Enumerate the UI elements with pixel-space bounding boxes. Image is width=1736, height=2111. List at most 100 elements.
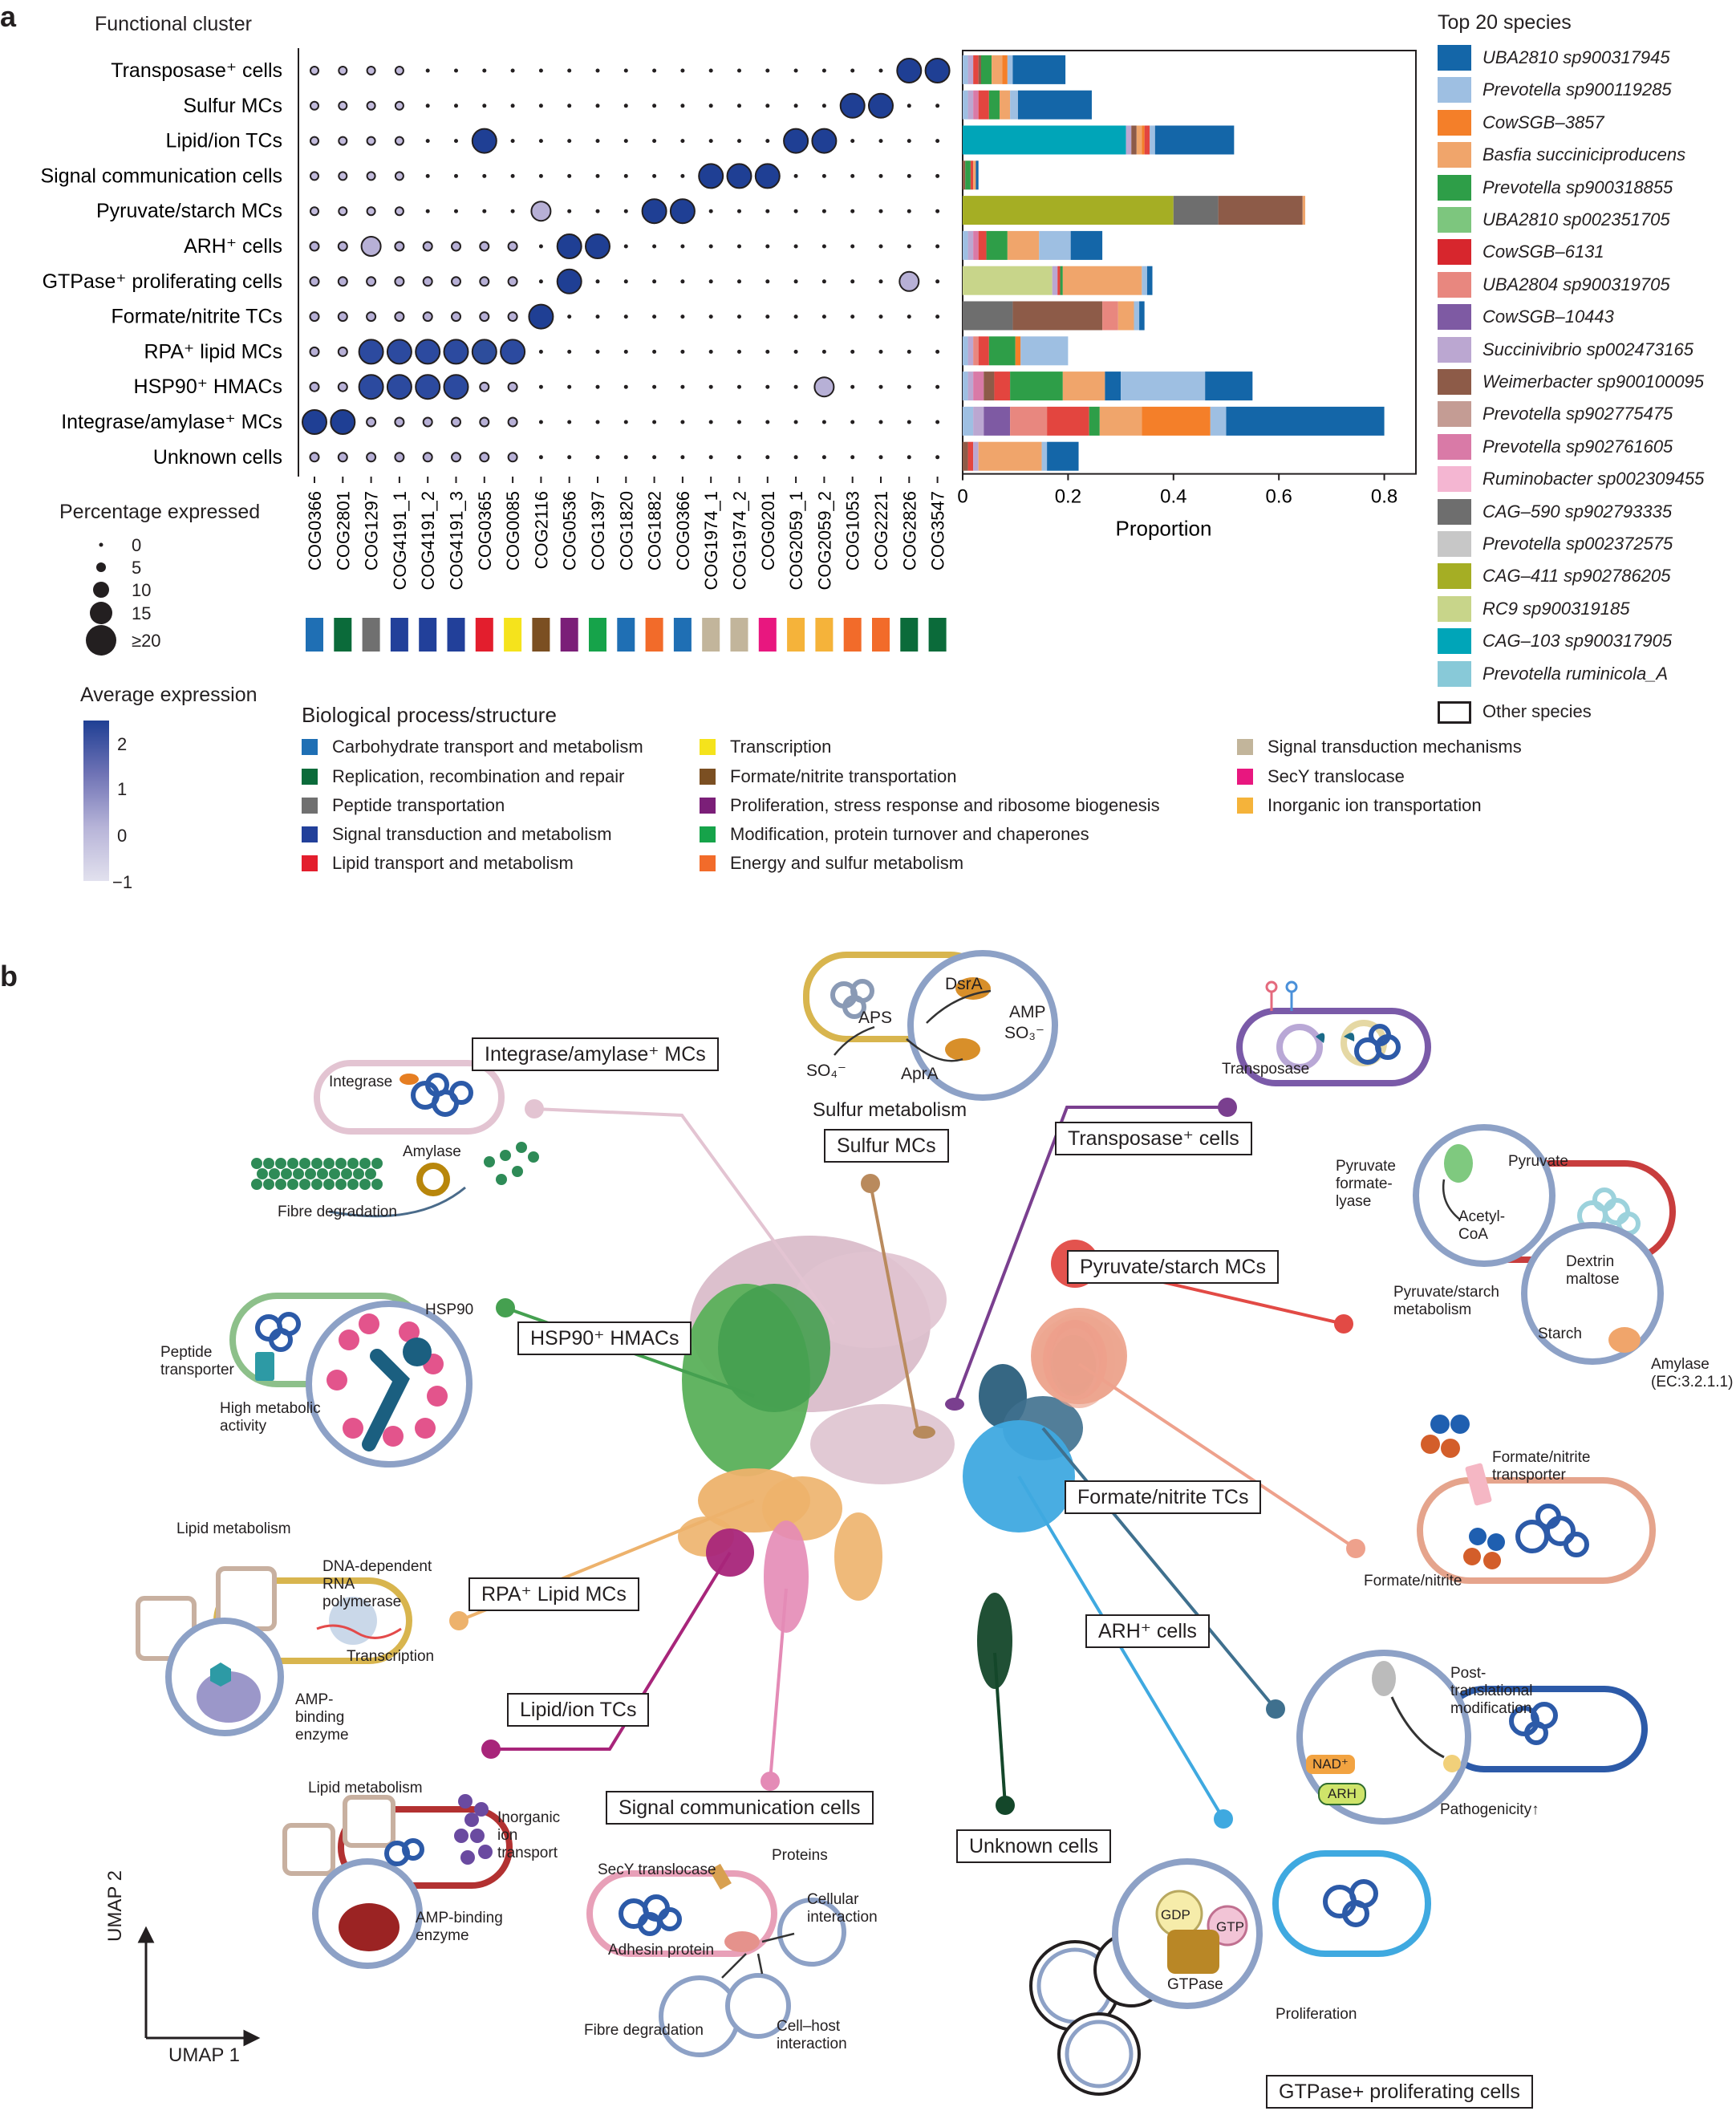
gene-category-swatch: [504, 618, 522, 652]
ann-so4: SO₄⁻: [806, 1062, 846, 1080]
bio-swatch: [1237, 739, 1253, 755]
species-swatch: [1438, 142, 1471, 168]
expression-dot: [878, 455, 883, 460]
expression-dot: [737, 104, 741, 108]
expression-dot: [811, 128, 838, 154]
bar-segment: [967, 90, 974, 120]
expression-dot: [907, 315, 911, 319]
expression-dot: [878, 244, 883, 249]
label-integrase: Integrase/amylase⁺ MCs: [472, 1037, 719, 1071]
ann-dna-polymerase: DNA-dependent RNA polymerase: [322, 1558, 432, 1610]
bar-segment: [1012, 55, 1066, 84]
bio-label: Formate/nitrite transportation: [730, 766, 957, 786]
gene-label: COG2801: [333, 491, 353, 570]
bar-segment: [988, 90, 1000, 120]
bio-legend-title: Biological process/structure: [302, 703, 557, 727]
bar-segment: [963, 266, 1053, 295]
size-legend-title: Percentage expressed: [59, 501, 261, 523]
expression-dot: [708, 420, 713, 424]
bar-segment: [1218, 196, 1303, 225]
size-legend-20: ≥20: [132, 631, 161, 651]
species-label: UBA2810 sp900317945: [1482, 47, 1670, 67]
bar-segment: [963, 371, 968, 401]
expression-dot: [737, 244, 741, 249]
size-legend-dot-15: [90, 602, 112, 624]
bar-segment: [1047, 441, 1079, 471]
gene-category-swatch: [928, 618, 947, 652]
expression-dot: [309, 276, 320, 287]
species-label: Prevotella sp900318855: [1482, 177, 1673, 197]
bar-segment: [984, 406, 1011, 436]
expression-dot: [737, 68, 741, 73]
expression-dot: [310, 136, 319, 146]
color-legend-minus1: −1: [112, 872, 133, 892]
ann-pyruvate: Pyruvate: [1508, 1153, 1568, 1170]
expression-dot: [510, 68, 515, 73]
expression-dot: [935, 173, 940, 178]
size-legend-dot-5: [96, 562, 106, 572]
ann-lipid-metabolism: Lipid metabolism: [176, 1520, 291, 1537]
expression-dot: [366, 100, 376, 111]
bar-segment: [1007, 230, 1040, 260]
cluster-label: Lipid/ion TCs: [166, 130, 282, 152]
expression-dot: [338, 171, 348, 181]
expression-dot: [850, 68, 855, 73]
expression-dot: [898, 270, 920, 292]
gene-label: COG2059_1: [786, 491, 806, 591]
expression-dot: [708, 279, 713, 284]
expression-dot: [510, 209, 515, 213]
expression-dot: [680, 173, 685, 178]
expression-dot: [310, 66, 319, 75]
gene-label: COG0366: [673, 491, 693, 570]
bar-segment: [1121, 371, 1206, 401]
gene-label: COG2059_2: [814, 491, 834, 591]
expression-dot: [698, 163, 724, 189]
expression-dot: [337, 346, 348, 357]
cluster-label: Unknown cells: [153, 446, 282, 469]
species-label: Prevotella sp902775475: [1482, 404, 1673, 424]
expression-dot: [425, 68, 430, 73]
expression-dot: [567, 384, 572, 389]
bar-segment: [963, 196, 1174, 225]
expression-dot: [793, 349, 798, 354]
pyruvate-illustration: [1413, 1124, 1676, 1365]
expression-dot: [510, 104, 515, 108]
expression-dot: [394, 171, 404, 181]
expression-dot: [878, 173, 883, 178]
rpa-illustration: [136, 1566, 412, 1736]
expression-dot: [338, 100, 348, 111]
gene-label: COG0085: [503, 491, 523, 570]
species-label: CAG–590 sp902793335: [1482, 501, 1673, 522]
y-header: Functional cluster: [95, 13, 252, 35]
gene-category-swatch: [334, 618, 352, 652]
expression-dot: [471, 128, 497, 154]
bar-segment: [967, 441, 974, 471]
bar-segment: [1089, 406, 1100, 436]
gene-category-swatch: [900, 618, 919, 652]
bar-segment: [1205, 371, 1253, 401]
expression-dot: [394, 136, 404, 146]
expression-dot: [567, 173, 572, 178]
ann-amp-binding: AMP-binding enzyme: [295, 1691, 349, 1744]
bar-segment: [1150, 125, 1155, 155]
species-swatch: [1438, 45, 1471, 71]
expression-dot: [394, 311, 405, 323]
expression-dot: [793, 209, 798, 213]
bar-segment: [1020, 336, 1069, 366]
bar-segment: [1070, 230, 1103, 260]
expression-dot: [366, 276, 377, 287]
bar-segment: [999, 90, 1011, 120]
species-swatch: [1438, 174, 1471, 201]
gene-category-swatch: [815, 618, 834, 652]
bar-segment: [1062, 266, 1142, 295]
expression-dot: [821, 173, 826, 178]
gene-category-swatch: [447, 618, 465, 652]
size-legend-dot-20: [86, 625, 116, 656]
expression-dot: [309, 452, 320, 463]
expression-dot: [680, 384, 685, 389]
bar-segment: [986, 230, 1008, 260]
gene-category-swatch: [872, 618, 890, 652]
bar-segment: [1146, 266, 1153, 295]
species-label: CowSGB–10443: [1482, 307, 1614, 327]
bar-segment: [965, 160, 971, 190]
